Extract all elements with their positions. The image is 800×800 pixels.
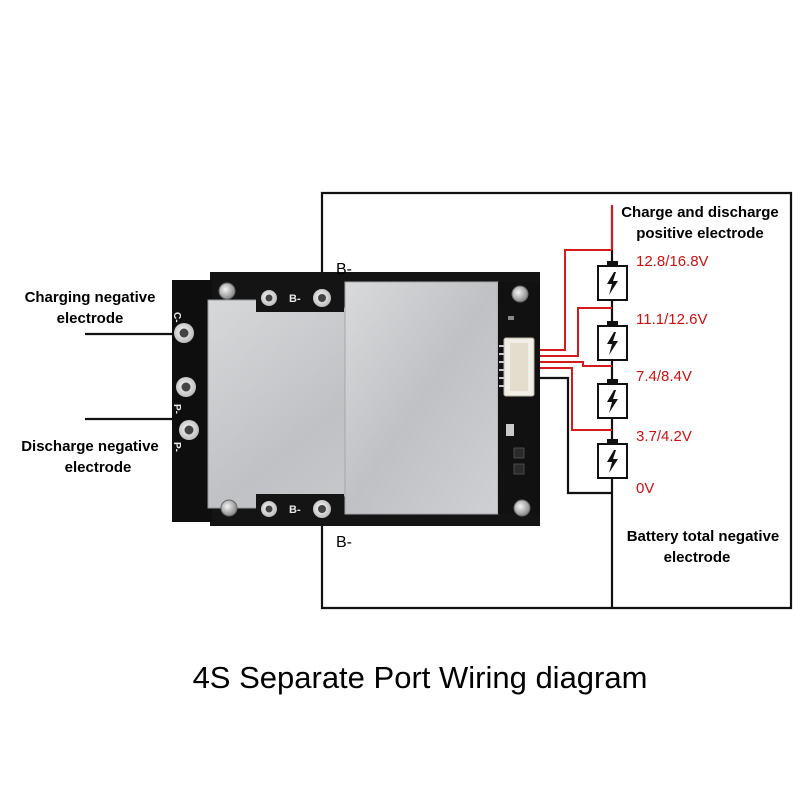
pcb-pad-label: B-: [289, 293, 301, 305]
b-minus-top-label: B-: [336, 261, 352, 278]
voltage-label-cell4: 12.8/16.8V: [636, 253, 709, 270]
electronics-area: [498, 282, 540, 514]
b-minus-pads-top: B-: [256, 284, 344, 312]
pcb-pad-label: C-: [171, 312, 182, 323]
discharge-negative-label-line2: electrode: [65, 459, 132, 476]
battery-cell-4: [597, 261, 628, 301]
zero-volt-wire: [540, 376, 612, 495]
charging-negative-label: Charging negative: [25, 289, 156, 306]
pcb-pad-label: P-: [171, 404, 182, 414]
page-title: 4S Separate Port Wiring diagram: [193, 660, 648, 695]
voltage-labels: 12.8/16.8V 11.1/12.6V 7.4/8.4V 3.7/4.2V …: [636, 253, 709, 497]
balance-connector: [499, 337, 535, 397]
voltage-label-cell1: 3.7/4.2V: [636, 428, 692, 445]
smd-component: [513, 463, 525, 475]
battery-cell-2: [597, 379, 628, 419]
voltage-label-zero: 0V: [636, 480, 654, 497]
screw: [511, 285, 529, 303]
voltage-label-cell2: 7.4/8.4V: [636, 368, 692, 385]
red-wiring: [540, 205, 613, 431]
screw: [220, 499, 238, 517]
labels: Charging negative electrode Discharge ne…: [21, 204, 779, 566]
b-minus-bottom-label: B-: [336, 534, 352, 551]
discharge-negative-label: Discharge negative: [21, 438, 159, 455]
bms-board: B- B- C- P- P-: [171, 272, 540, 526]
screw: [513, 499, 531, 517]
battery-cells: [597, 261, 628, 479]
voltage-label-cell3: 11.1/12.6V: [636, 311, 707, 328]
charge-discharge-positive-label: Charge and discharge: [621, 204, 779, 221]
cell3-positive-wire: [540, 307, 612, 357]
cell1-positive-wire: [540, 367, 612, 431]
battery-total-negative-label-line2: electrode: [664, 549, 731, 566]
pcb-pad-label: P-: [171, 442, 182, 452]
cell4-positive-wire: [540, 249, 612, 351]
charge-discharge-positive-label-line2: positive electrode: [636, 225, 764, 242]
smd-component: [513, 447, 525, 459]
smd-component: [506, 424, 514, 436]
battery-cell-3: [597, 321, 628, 361]
pcb-pad-label: B-: [289, 504, 301, 516]
smd-component: [508, 316, 514, 320]
screw: [218, 282, 236, 300]
battery-cell-1: [597, 439, 628, 479]
battery-total-negative-label: Battery total negative: [627, 528, 780, 545]
cell2-positive-wire: [540, 361, 612, 367]
output-pads: C- P- P-: [171, 312, 199, 452]
b-minus-pads-bottom: B-: [256, 494, 344, 522]
charging-negative-label-line2: electrode: [57, 310, 124, 327]
